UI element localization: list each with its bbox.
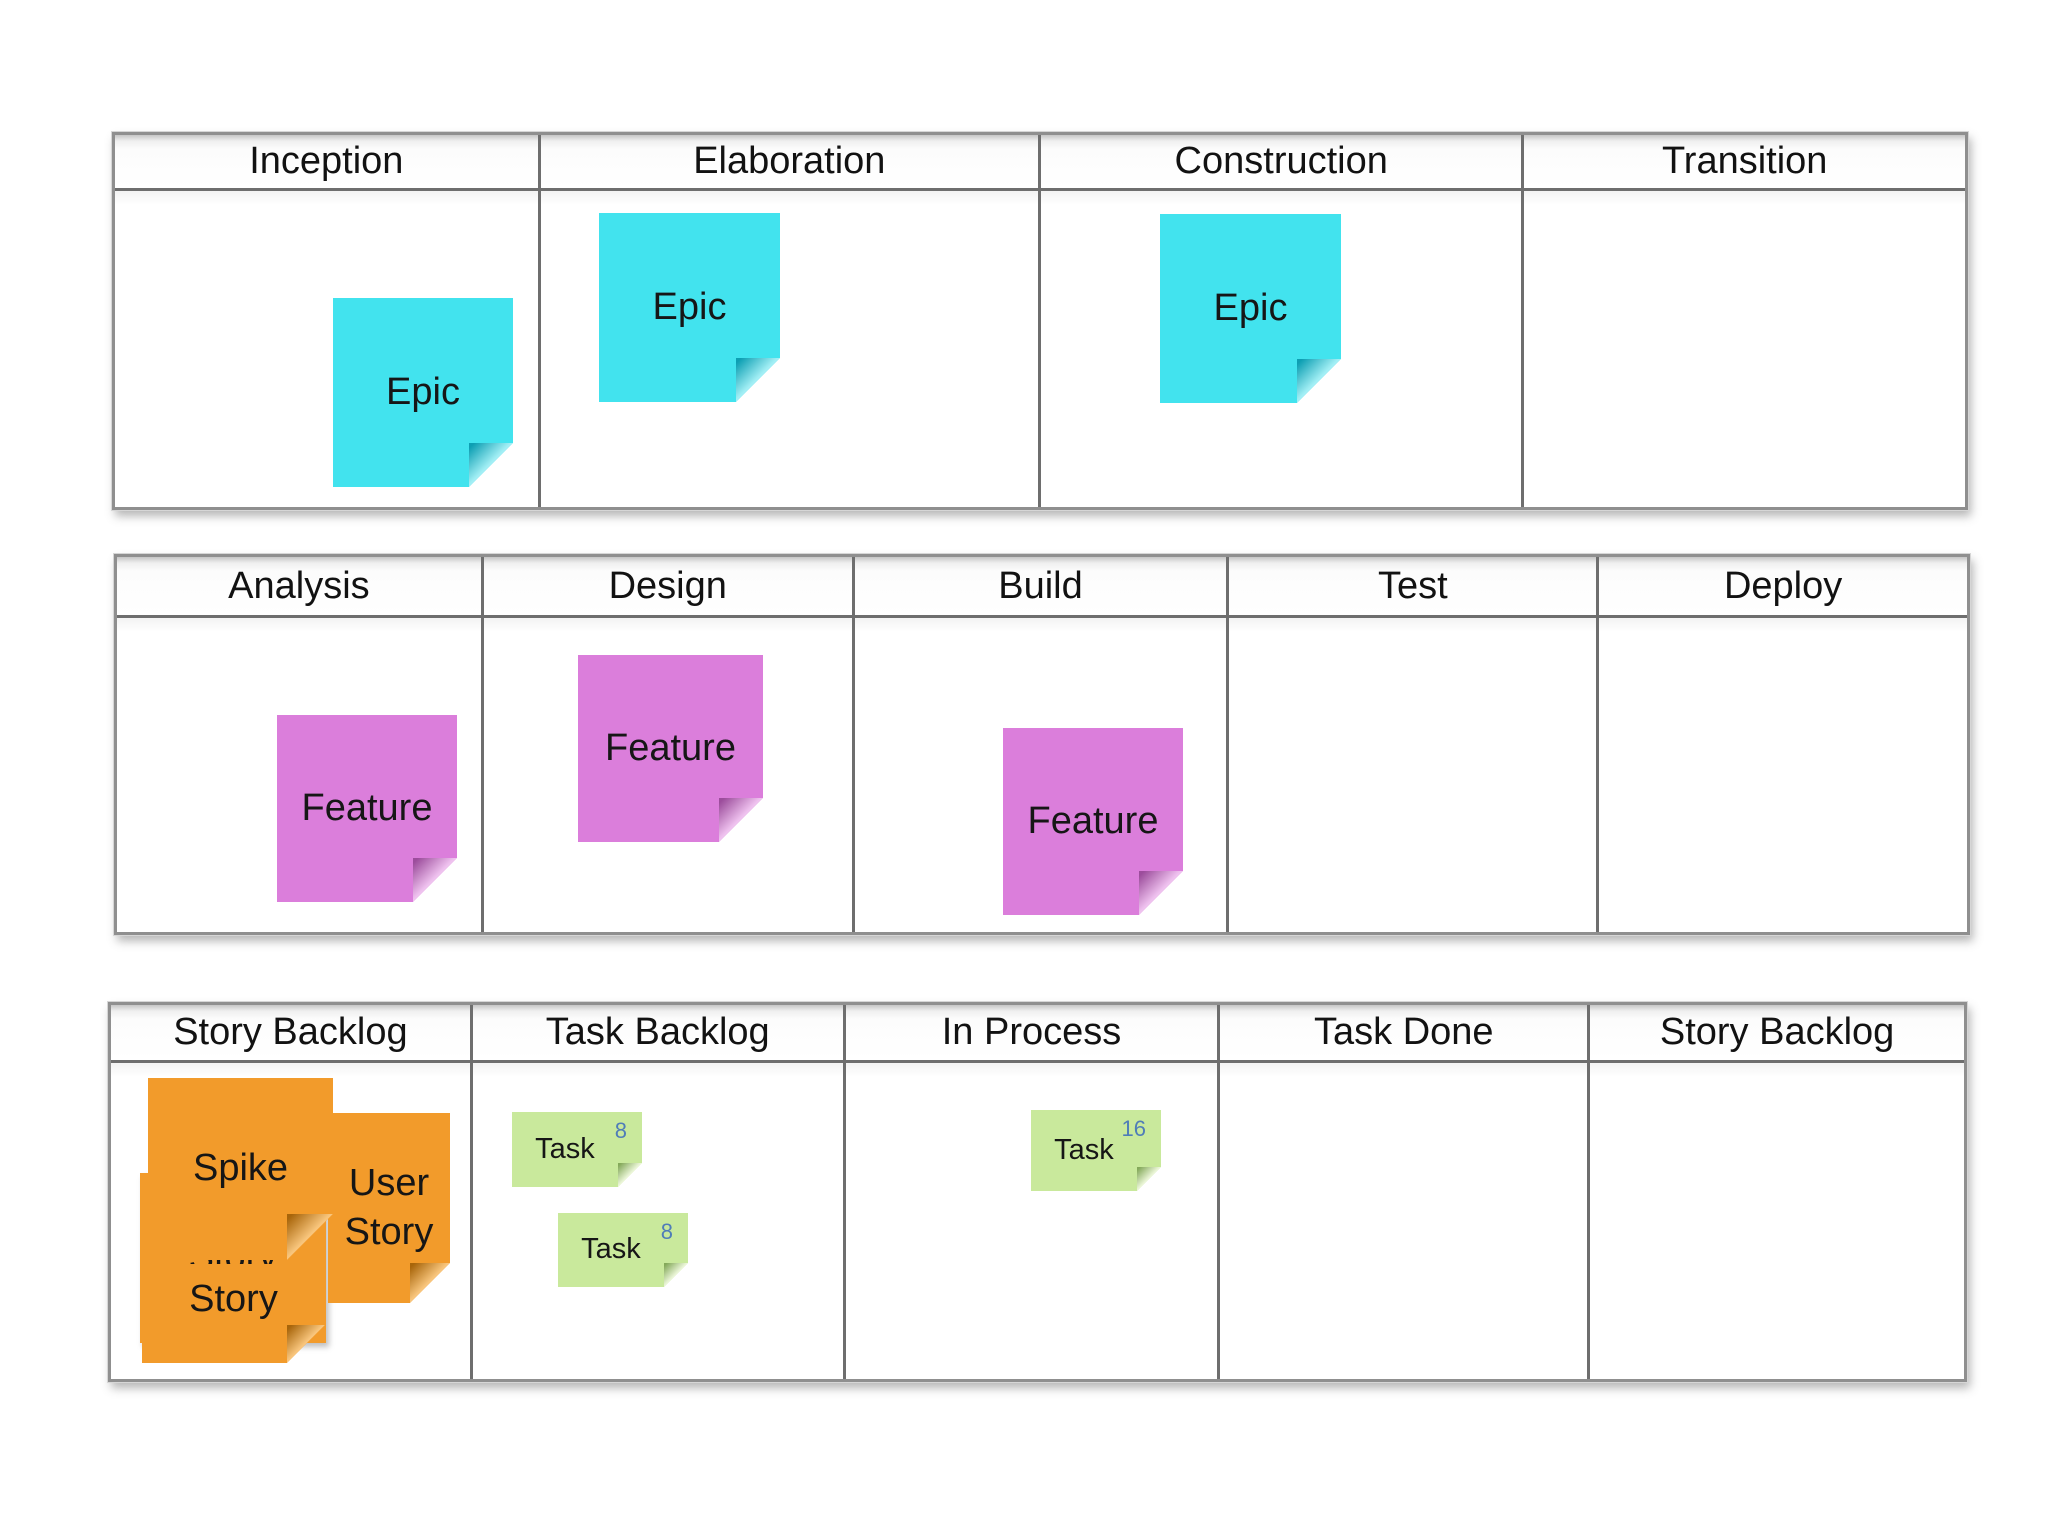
- note-label: Epic: [652, 285, 727, 328]
- column-header-analysis: Analysis: [117, 557, 484, 615]
- column-header-inception: Inception: [115, 135, 541, 188]
- note-label: Epic: [1213, 286, 1288, 329]
- column-title: Design: [608, 564, 727, 607]
- note-epic-elaboration[interactable]: Epic: [599, 213, 780, 402]
- column-header-task-done: Task Done: [1220, 1005, 1591, 1060]
- column-header-in-process: In Process: [846, 1005, 1221, 1060]
- note-label: Spike: [192, 1147, 289, 1190]
- note-label: Task: [581, 1233, 641, 1266]
- column-title: Build: [998, 564, 1083, 607]
- note-label: Feature: [1027, 799, 1159, 842]
- column-title: Test: [1377, 564, 1448, 607]
- column-header-elaboration: Elaboration: [541, 135, 1041, 188]
- note-label: Feature: [301, 786, 433, 829]
- column-title: Inception: [249, 140, 404, 182]
- column-title: Deploy: [1723, 564, 1843, 607]
- board-header-row: Story Backlog Task Backlog In Process Task …: [111, 1005, 1964, 1063]
- column-header-task-backlog: Task Backlog: [473, 1005, 846, 1060]
- column-header-build: Build: [855, 557, 1230, 615]
- column-title: Analysis: [228, 564, 370, 607]
- column-cell-design: [484, 618, 855, 932]
- note-user-story[interactable]: User Story: [328, 1113, 450, 1303]
- note-points-badge: 8: [660, 1219, 673, 1244]
- column-title: In Process: [941, 1011, 1122, 1053]
- column-header-construction: Construction: [1041, 135, 1525, 188]
- column-title: Transition: [1662, 140, 1828, 182]
- column-cell-story-backlog: [111, 1063, 473, 1379]
- column-title: Story Backlog: [173, 1011, 408, 1053]
- note-points-badge: 16: [1121, 1116, 1146, 1141]
- column-title: Elaboration: [693, 140, 886, 182]
- column-cell-construction: [1041, 191, 1525, 507]
- note-story-front[interactable]: Story: [142, 1264, 325, 1363]
- column-cell-analysis: [117, 618, 484, 932]
- column-cell-inception: [115, 191, 541, 507]
- column-cell-build: [855, 618, 1230, 932]
- note-task-backlog-1[interactable]: Task 8: [512, 1112, 642, 1187]
- note-task-backlog-2[interactable]: Task 8: [558, 1213, 688, 1287]
- note-label: Task: [535, 1132, 595, 1165]
- note-label: Epic: [386, 370, 460, 413]
- column-cell-task-done: [1220, 1063, 1591, 1379]
- column-header-story-backlog: Story Backlog: [1590, 1005, 1964, 1060]
- note-label: Task: [1054, 1133, 1114, 1166]
- board-header-row: Inception Elaboration Construction Transiti…: [115, 135, 1965, 191]
- note-epic-inception[interactable]: Epic: [333, 298, 513, 487]
- column-header-deploy: Deploy: [1599, 557, 1967, 615]
- note-feature-design[interactable]: Feature: [578, 655, 763, 842]
- note-label: User Story: [344, 1161, 434, 1253]
- column-title: Task Backlog: [545, 1011, 770, 1053]
- column-cell-deploy: [1599, 618, 1967, 932]
- note-label: Feature: [605, 726, 736, 769]
- note-feature-build[interactable]: Feature: [1003, 728, 1183, 915]
- column-title: Task Done: [1314, 1011, 1494, 1053]
- note-epic-construction[interactable]: Epic: [1160, 214, 1341, 403]
- note-feature-analysis[interactable]: Feature: [277, 715, 457, 902]
- board-header-row: Analysis Design Build Test Deploy: [117, 557, 1967, 618]
- column-header-story-backlog: Story Backlog: [111, 1005, 473, 1060]
- column-header-design: Design: [484, 557, 855, 615]
- column-cell-test: [1229, 618, 1600, 932]
- column-cell-transition: [1524, 191, 1965, 507]
- column-title: Story Backlog: [1659, 1011, 1895, 1053]
- column-cell-story-backlog: [1590, 1063, 1964, 1379]
- note-spike[interactable]: Spike: [148, 1078, 333, 1260]
- note-task-in-process[interactable]: Task 16: [1031, 1110, 1161, 1191]
- column-cell-task-backlog: [473, 1063, 846, 1379]
- note-label: Story: [189, 1277, 278, 1320]
- column-cell-elaboration: [541, 191, 1041, 507]
- column-title: Construction: [1174, 140, 1388, 182]
- column-header-test: Test: [1229, 557, 1600, 615]
- column-cell-in-process: [846, 1063, 1221, 1379]
- column-header-transition: Transition: [1524, 135, 1965, 188]
- note-points-badge: 8: [614, 1118, 627, 1143]
